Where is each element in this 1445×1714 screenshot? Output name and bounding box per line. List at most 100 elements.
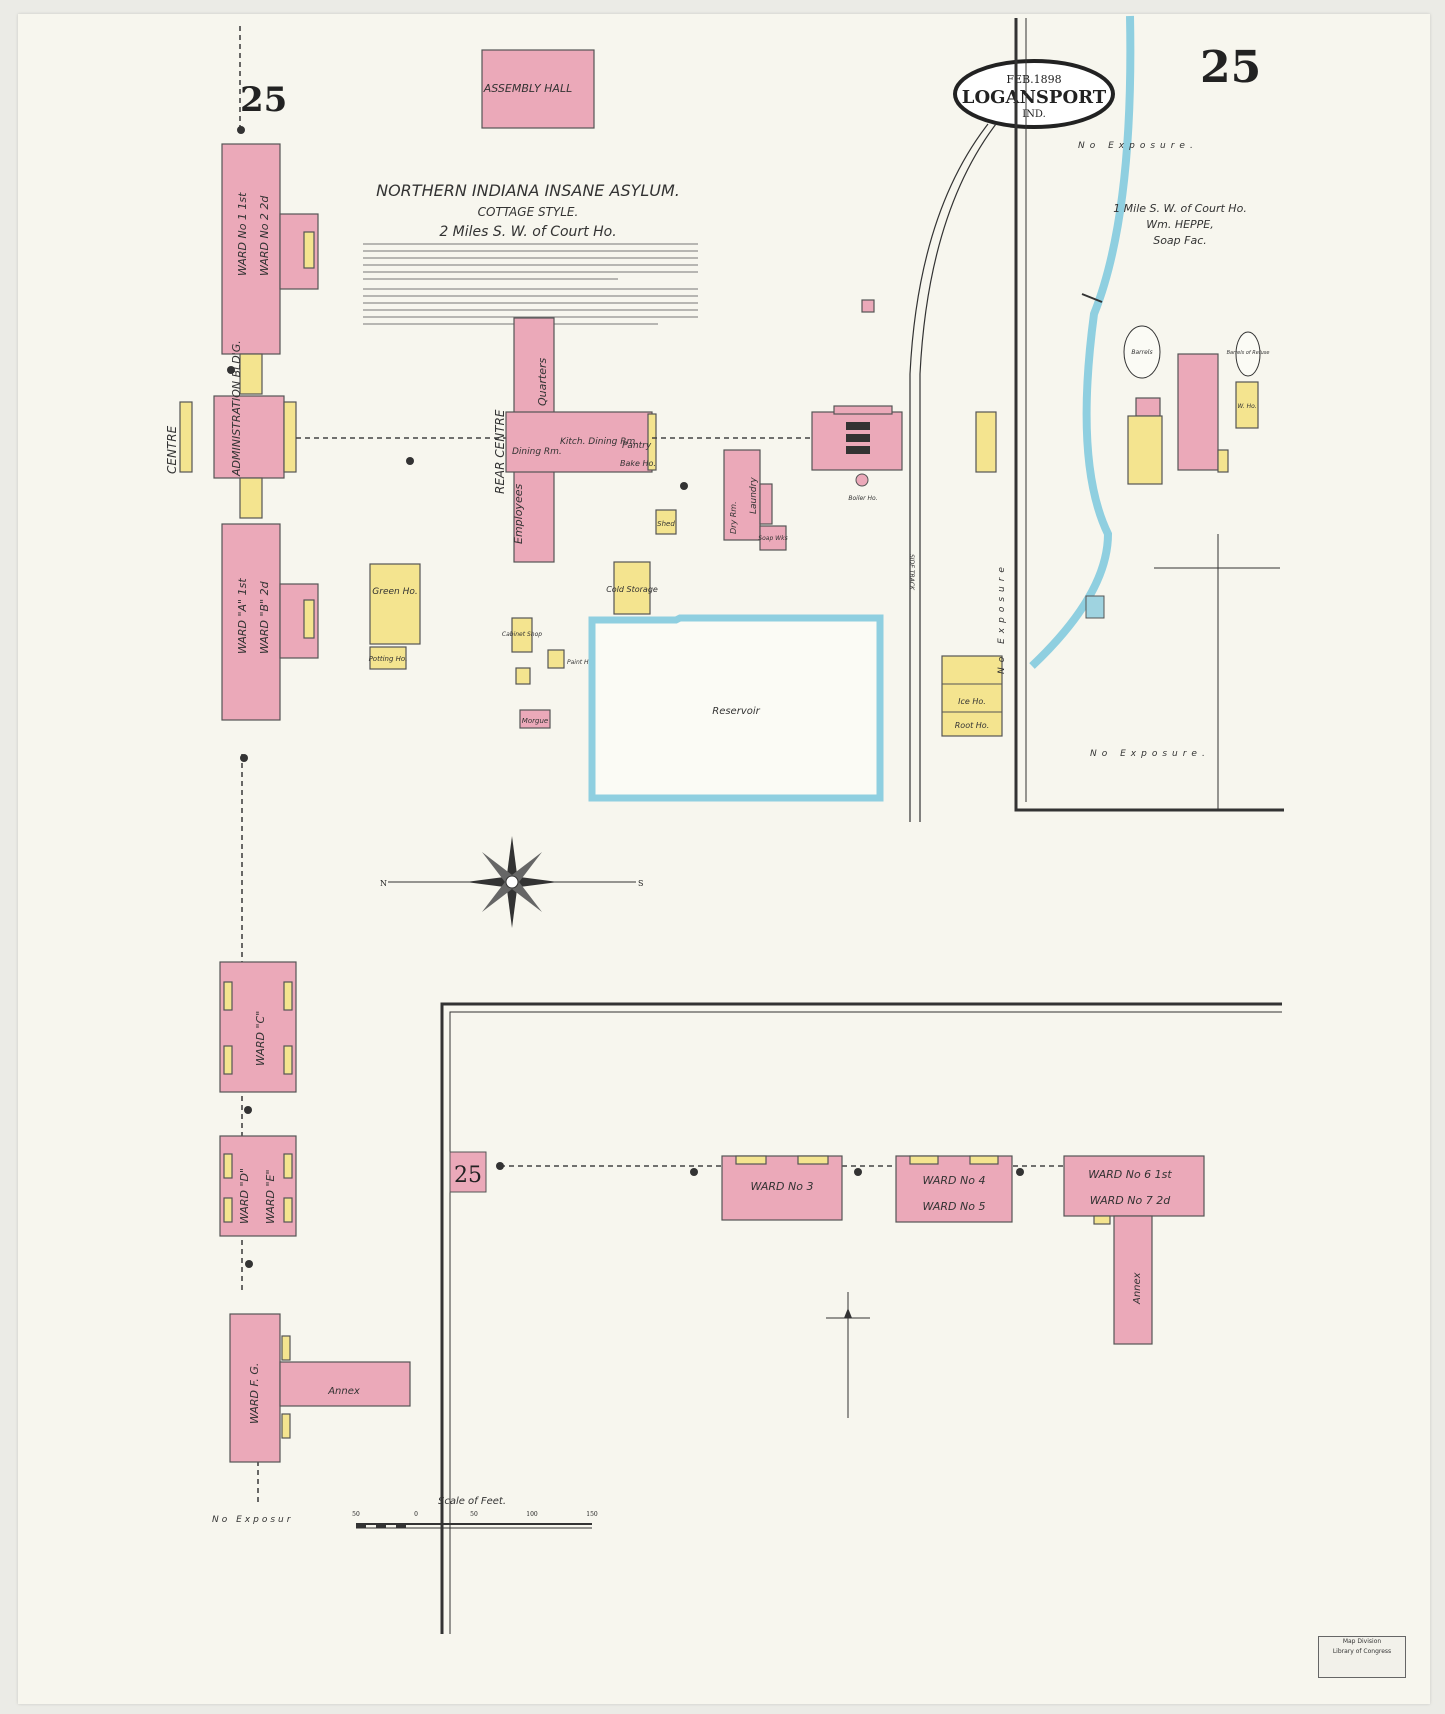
city-badge: FEB.1898 LOGANSPORT IND.: [953, 59, 1115, 129]
badge-city: LOGANSPORT: [962, 87, 1107, 108]
dining-room-label: Dining Rm.: [512, 447, 562, 457]
scale-tick-0: 50: [352, 1511, 360, 1518]
pantry-label: Pantry: [622, 441, 652, 451]
ward-d-label: WARD "D": [238, 1168, 251, 1224]
scale-tick-4: 150: [586, 1511, 598, 1518]
reservoir[interactable]: Reservoir: [588, 614, 884, 802]
cold-storage[interactable]: Cold Storage: [606, 561, 658, 615]
potting-house-label: Potting Ho.: [369, 655, 408, 663]
ward-2-label: WARD No 2 2d: [258, 195, 271, 276]
bake-house-label: Bake Ho.: [620, 459, 656, 468]
administration-label: ADMINISTRATION BLD'G.: [230, 340, 243, 477]
employees-label: Employees: [512, 484, 525, 544]
page-number: 25: [1200, 42, 1261, 93]
compass-rose: N S: [380, 836, 643, 928]
centre-label: CENTRE: [165, 425, 179, 474]
kitchen-dining-label: Kitch. Dining Rm.: [560, 437, 638, 447]
scale-of-feet: Scale of Feet. 50 0 50 100 150: [352, 1496, 598, 1529]
small-brick: [861, 299, 875, 313]
ward-6-7[interactable]: WARD No 6 1st WARD No 7 2d Annex: [1063, 1155, 1205, 1345]
soap-factory-owner: Wm. HEPPE,: [1146, 218, 1214, 231]
boiler-house[interactable]: Boiler Ho.: [811, 405, 903, 502]
administration-building[interactable]: ADMINISTRATION BLD'G.: [179, 340, 297, 479]
cabinet-shop-label: Cabinet Shop: [502, 631, 542, 638]
stamp-line-2: Library of Congress: [1332, 1648, 1392, 1655]
map-subtitle: COTTAGE STYLE.: [478, 205, 579, 219]
stamp-line-1: Map Division: [1342, 1638, 1382, 1645]
ward-e-label: WARD "E": [264, 1169, 277, 1224]
morgue[interactable]: Morgue: [519, 709, 551, 729]
lower-inset-frame: [440, 1002, 1282, 1634]
badge-date: FEB.1898: [1006, 73, 1061, 86]
root-house-label: Root Ho.: [955, 721, 989, 730]
small-shed: [515, 667, 531, 685]
exposure-bottom-left: No Exposur: [212, 1515, 293, 1525]
ward-1-label: WARD No 1 1st: [236, 192, 249, 276]
exposure-bottom: No Exposure.: [1090, 749, 1210, 759]
soap-factory-location: 1 Mile S. W. of Court Ho.: [1113, 202, 1247, 215]
ward-1-2[interactable]: WARD No 1 1st WARD No 2 2d: [221, 143, 319, 355]
cold-storage-label: Cold Storage: [606, 585, 658, 594]
warehouse-label: W. Ho.: [1237, 403, 1256, 410]
north-arrow: [826, 1292, 870, 1418]
key-number: 25: [454, 1163, 482, 1188]
exposure-top: No Exposure.: [1078, 141, 1198, 151]
ward-d-e[interactable]: WARD "D" WARD "E": [219, 1135, 297, 1237]
ward-c-label: WARD "C": [254, 1011, 267, 1066]
ward-3[interactable]: WARD No 3: [721, 1155, 843, 1221]
quarters-label: Quarters: [536, 358, 549, 406]
side-track-label: SIDE TRACK: [908, 554, 915, 591]
green-house-label: Green Ho.: [372, 587, 417, 597]
shed-east[interactable]: [975, 411, 997, 473]
assembly-hall[interactable]: ASSEMBLY HALL: [481, 49, 595, 129]
scale-tick-1: 0: [414, 1511, 418, 1518]
svg-text:N: N: [380, 879, 387, 888]
laundry-label: Laundry: [749, 477, 759, 514]
map-canvas: 25 25 FEB.1898 LOGANSPORT IND. NORTHERN …: [165, 15, 1284, 1634]
ward-3-label: WARD No 3: [751, 1180, 814, 1193]
rear-centre[interactable]: Quarters Employees Dining Rm. Kitch. Din…: [505, 317, 657, 563]
ward-5-label: WARD No 5: [923, 1200, 986, 1213]
side-track: SIDE TRACK: [908, 123, 997, 822]
annex-label-west: Annex: [327, 1386, 360, 1397]
barrels-label-1: Barrels: [1131, 349, 1152, 356]
ward-c[interactable]: WARD "C": [219, 961, 297, 1093]
page-number-left: 25: [240, 80, 287, 120]
assembly-hall-label: ASSEMBLY HALL: [483, 82, 572, 95]
ice-house[interactable]: Ice Ho. Root Ho.: [941, 655, 1003, 737]
soap-factory-inset: No Exposure. No Exposure. 1 Mile S. W. o…: [1014, 15, 1284, 812]
annex-label-east: Annex: [1132, 1272, 1143, 1305]
ward-b-label: WARD "B" 2d: [258, 580, 271, 654]
map-location: 2 Miles S. W. of Court Ho.: [439, 224, 616, 240]
key-number-box: 25: [449, 1151, 487, 1193]
paint-house-label: Paint Ho.: [567, 659, 594, 666]
green-house[interactable]: Green Ho. Potting Ho.: [369, 563, 421, 670]
morgue-label: Morgue: [522, 717, 548, 725]
scale-label: Scale of Feet.: [438, 1496, 506, 1507]
shed-label: Shed: [657, 520, 675, 528]
rear-centre-label: REAR CENTRE: [493, 409, 507, 494]
ward-a-b[interactable]: WARD "A" 1st WARD "B" 2d: [221, 523, 319, 721]
scale-tick-3: 100: [526, 1511, 538, 1518]
scale-tick-2: 50: [470, 1511, 478, 1518]
cabinet-shop[interactable]: Cabinet Shop: [502, 617, 542, 653]
paint-house[interactable]: Paint Ho.: [547, 649, 594, 669]
ward-6-label: WARD No 6 1st: [1088, 1168, 1172, 1181]
ward-a-label: WARD "A" 1st: [236, 578, 249, 654]
dry-room-label: Dry Rm.: [729, 501, 738, 534]
svg-text:S: S: [638, 879, 643, 888]
ward-fg-label: WARD F. G.: [248, 1363, 261, 1424]
ice-house-label: Ice Ho.: [958, 697, 986, 706]
title-notes: [363, 243, 698, 325]
soap-factory-business: Soap Fac.: [1153, 234, 1207, 247]
shed-small[interactable]: Shed: [655, 509, 677, 535]
ward-fg[interactable]: WARD F. G. Annex: [229, 1313, 411, 1463]
badge-state: IND.: [1022, 109, 1046, 120]
ward-4-5[interactable]: WARD No 4 WARD No 5: [895, 1155, 1013, 1223]
ward-4-label: WARD No 4: [923, 1174, 986, 1187]
soap-works-label: Soap Wks: [758, 535, 787, 542]
exposure-side: No Exposure: [997, 562, 1007, 674]
library-stamp: Map Division Library of Congress: [1318, 1636, 1406, 1678]
boiler-house-label: Boiler Ho.: [848, 495, 877, 502]
laundry[interactable]: Laundry Dry Rm. Soap Wks: [723, 449, 788, 551]
